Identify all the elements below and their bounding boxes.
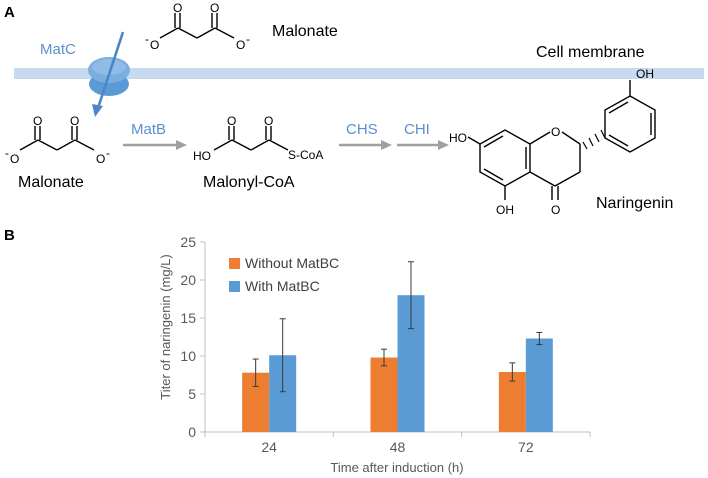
transport-arrow <box>96 31 125 109</box>
bar <box>370 357 398 432</box>
atom-o: O <box>551 203 560 217</box>
charge-minus: - <box>246 32 250 46</box>
atom-o-minus: O <box>96 152 105 166</box>
malonyl-coa-label: Malonyl-CoA <box>203 174 295 191</box>
charge-minus: - <box>145 32 149 46</box>
atom-o-minus: O <box>236 38 245 52</box>
charge-minus: - <box>106 146 110 160</box>
chi-arrowhead <box>438 140 449 150</box>
atom-o: O <box>173 1 182 15</box>
chs-label: CHS <box>346 121 378 138</box>
malonate-outside-label: Malonate <box>272 23 338 40</box>
bar <box>498 371 526 432</box>
x-axis-title: Time after induction (h) <box>330 460 463 475</box>
atom-o: O <box>33 114 42 128</box>
y-tick-label: 15 <box>180 310 196 326</box>
malonate-inside-label: Malonate <box>18 174 84 191</box>
charge-minus: - <box>5 146 9 160</box>
x-tick-label: 48 <box>390 439 406 455</box>
atom-o: O <box>551 125 560 139</box>
atom-o: O <box>70 114 79 128</box>
x-tick-label: 24 <box>261 439 277 455</box>
error-bars <box>252 261 543 393</box>
atom-ho: HO <box>449 131 467 145</box>
atom-o: O <box>210 1 219 15</box>
atom-o: O <box>264 114 273 128</box>
naringenin-structure <box>467 80 656 200</box>
legend-swatch-with <box>229 281 240 292</box>
y-tick-label: 5 <box>188 386 196 402</box>
cell-membrane <box>14 68 704 79</box>
panel-b-label: B <box>4 227 15 244</box>
atom-o-minus: O <box>150 38 159 52</box>
atom-o-minus: O <box>10 152 19 166</box>
atom-ho: HO <box>193 149 211 163</box>
panel-a-label: A <box>4 4 15 21</box>
chi-label: CHI <box>404 121 430 138</box>
matc-transporter-icon <box>88 57 130 96</box>
matc-label: MatC <box>40 41 76 58</box>
transport-arrowhead <box>92 104 103 117</box>
y-tick-label: 20 <box>180 272 196 288</box>
legend-without-label: Without MatBC <box>245 255 339 271</box>
x-axis: 24 48 72 <box>204 431 591 455</box>
malonyl-coa-structure <box>213 126 289 151</box>
legend-swatch-without <box>229 258 240 269</box>
legend-with-label: With MatBC <box>245 278 320 294</box>
y-axis-title: Titer of naringenin (mg/L) <box>158 254 173 399</box>
atom-oh: OH <box>636 67 654 81</box>
s-coa-label: S-CoA <box>288 148 323 162</box>
chs-arrowhead <box>381 140 392 150</box>
atom-o: O <box>227 114 236 128</box>
y-tick-label: 25 <box>180 234 196 250</box>
y-tick-label: 10 <box>180 348 196 364</box>
bar-series <box>242 295 553 432</box>
membrane-label: Cell membrane <box>536 44 645 61</box>
naringenin-titer-chart: 0 5 10 15 20 25 24 48 72 Titer of naringenin (m… <box>158 234 591 475</box>
atom-oh: OH <box>496 203 514 217</box>
bar <box>525 338 553 432</box>
y-tick-label: 0 <box>188 424 196 440</box>
legend: Without MatBC With MatBC <box>229 255 339 294</box>
malonate-outside-structure <box>159 13 235 39</box>
y-axis: 0 5 10 15 20 25 <box>180 234 206 440</box>
naringenin-label: Naringenin <box>596 195 673 212</box>
malonate-inside-structure <box>19 126 95 151</box>
matb-label: MatB <box>131 121 166 138</box>
matb-arrowhead <box>176 140 187 150</box>
x-tick-label: 72 <box>518 439 534 455</box>
